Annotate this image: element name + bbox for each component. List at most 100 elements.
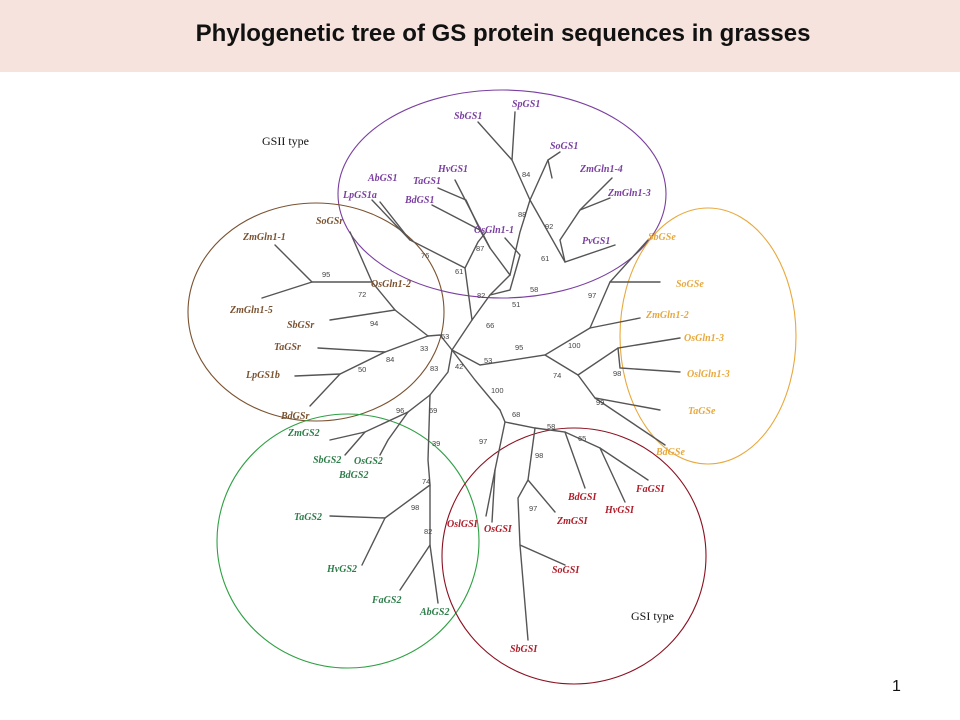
bootstrap-value: 66 bbox=[486, 321, 494, 330]
taxon-label: SbGS1 bbox=[454, 111, 482, 122]
branch bbox=[519, 544, 529, 641]
bootstrap-value: 88 bbox=[518, 210, 526, 219]
branch bbox=[589, 239, 649, 329]
branch bbox=[361, 517, 386, 566]
taxon-label: HvGS1 bbox=[437, 164, 468, 175]
taxon-label: SoGSe bbox=[676, 279, 704, 290]
bootstrap-value: 69 bbox=[429, 406, 437, 415]
taxon-label: ZmGln1-2 bbox=[645, 310, 689, 321]
taxon-label: OsGln1-1 bbox=[474, 225, 514, 236]
bootstrap-value: 98 bbox=[411, 503, 419, 512]
branch bbox=[379, 201, 473, 321]
branch bbox=[594, 397, 666, 446]
taxon-label: SoGS1 bbox=[550, 141, 578, 152]
taxon-label: ZmGln1-4 bbox=[579, 164, 623, 175]
branch bbox=[577, 374, 661, 411]
bootstrap-value: 72 bbox=[358, 290, 366, 299]
taxon-label: LpGS1b bbox=[245, 370, 280, 381]
bootstrap-value: 95 bbox=[322, 270, 330, 279]
taxon-label: PvGS1 bbox=[582, 236, 610, 247]
branch bbox=[564, 431, 586, 489]
bootstrap-value: 82 bbox=[477, 291, 485, 300]
branch bbox=[261, 281, 313, 299]
gs2-clade-circle bbox=[216, 413, 480, 669]
taxon-label: ZmGSI bbox=[556, 516, 589, 527]
branch bbox=[529, 199, 616, 263]
bootstrap-value: 84 bbox=[522, 170, 530, 179]
taxon-label: ZmGln1-1 bbox=[242, 232, 286, 243]
bootstrap-value: 33 bbox=[420, 344, 428, 353]
gse-clade-circle bbox=[619, 207, 797, 465]
branch bbox=[504, 421, 649, 481]
taxon-label: ZmGln1-5 bbox=[229, 305, 273, 316]
branch bbox=[477, 121, 513, 161]
page-number: 1 bbox=[892, 678, 901, 695]
taxon-label: LpGS1a bbox=[342, 190, 377, 201]
taxon-label: AbGS1 bbox=[367, 173, 397, 184]
branch bbox=[547, 159, 553, 179]
branch bbox=[427, 334, 453, 351]
taxon-label: TaGSe bbox=[688, 406, 716, 417]
bootstrap-value: 84 bbox=[386, 355, 394, 364]
taxon-label: OslGSI bbox=[447, 519, 479, 530]
bootstrap-value: 58 bbox=[530, 285, 538, 294]
taxon-label: SbGSr bbox=[287, 320, 314, 331]
bootstrap-value: 98 bbox=[535, 451, 543, 460]
branch bbox=[617, 347, 681, 373]
branch bbox=[451, 327, 591, 366]
taxon-label: HvGS2 bbox=[326, 564, 357, 575]
bootstrap-value: 68 bbox=[512, 410, 520, 419]
taxon-label: BdGS1 bbox=[404, 195, 434, 206]
branch bbox=[344, 431, 366, 456]
bootstrap-value: 94 bbox=[370, 319, 378, 328]
bootstrap-value: 97 bbox=[529, 504, 537, 513]
branch bbox=[529, 151, 561, 201]
branch bbox=[589, 317, 641, 329]
bootstrap-value: 98 bbox=[613, 369, 621, 378]
taxon-label: SoGSI bbox=[552, 565, 580, 576]
bootstrap-value: 61 bbox=[455, 267, 463, 276]
branch bbox=[491, 409, 506, 523]
bootstrap-value: 53 bbox=[484, 356, 492, 365]
branch bbox=[509, 111, 531, 276]
branch bbox=[431, 204, 481, 231]
gs1-clade-circle bbox=[337, 89, 667, 299]
taxon-label: FaGSI bbox=[635, 484, 665, 495]
taxon-label: TaGSr bbox=[274, 342, 301, 353]
bootstrap-value: 83 bbox=[430, 364, 438, 373]
branch bbox=[517, 479, 566, 566]
bootstrap-value: 82 bbox=[424, 527, 432, 536]
taxon-label: TaGS1 bbox=[413, 176, 441, 187]
branch bbox=[599, 447, 626, 503]
gsi-clade-circle bbox=[441, 427, 707, 685]
bootstrap-value: 100 bbox=[568, 341, 581, 350]
taxon-label: SoGSr bbox=[316, 216, 343, 227]
branch bbox=[437, 187, 491, 249]
taxon-label: OsGln1-3 bbox=[684, 333, 724, 344]
bootstrap-values: 84 88 92 61 87 76 61 82 58 51 66 95 72 9… bbox=[322, 170, 621, 536]
branch bbox=[579, 197, 611, 211]
bootstrap-value: 74 bbox=[553, 371, 561, 380]
branch bbox=[399, 484, 431, 591]
clade-circles bbox=[187, 89, 797, 685]
taxon-label: FaGS2 bbox=[371, 595, 401, 606]
bootstrap-value: 50 bbox=[358, 365, 366, 374]
taxon-label: OsGln1-2 bbox=[371, 279, 411, 290]
branch bbox=[451, 349, 501, 411]
branch bbox=[317, 335, 429, 353]
branch bbox=[329, 309, 396, 321]
branch bbox=[329, 394, 431, 441]
gsr-clade-circle bbox=[187, 202, 445, 422]
bootstrap-value: 74 bbox=[422, 477, 430, 486]
taxon-label: BdGSI bbox=[567, 492, 597, 503]
bootstrap-value: 92 bbox=[545, 222, 553, 231]
taxon-label: SbGS2 bbox=[313, 455, 341, 466]
taxon-label: BdGSr bbox=[280, 411, 309, 422]
bootstrap-value: 96 bbox=[396, 406, 404, 415]
tree-branches bbox=[261, 111, 681, 641]
branch bbox=[451, 274, 511, 351]
taxon-label: ZmGln1-3 bbox=[607, 188, 651, 199]
bootstrap-value: 51 bbox=[512, 300, 520, 309]
taxon-label: BdGS2 bbox=[338, 470, 368, 481]
taxon-label: HvGSI bbox=[604, 505, 635, 516]
